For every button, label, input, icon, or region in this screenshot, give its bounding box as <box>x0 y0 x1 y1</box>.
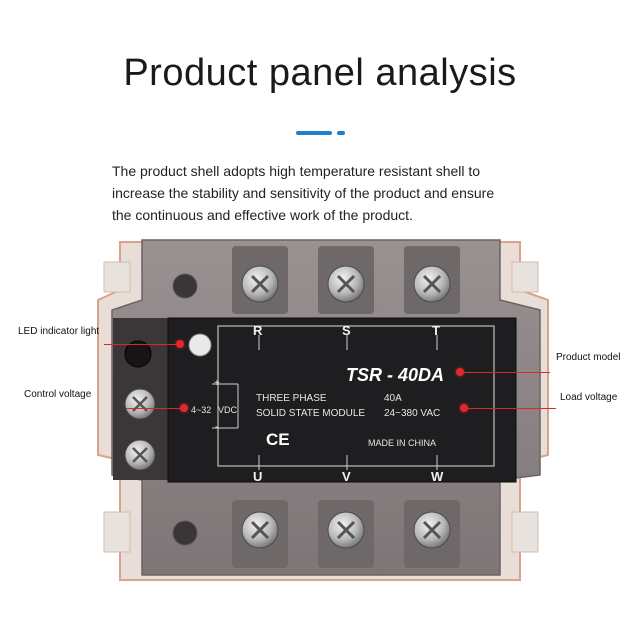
spec-phase: THREE PHASE <box>256 393 327 404</box>
control-plus-sign: + <box>214 378 220 389</box>
title-accent-dot <box>337 131 345 135</box>
page-title: Product panel analysis <box>123 52 517 94</box>
title-accent-bar <box>296 131 332 135</box>
terminal-label-V: V <box>342 469 351 484</box>
bottom-terminal-block <box>232 500 460 568</box>
load-voltage-label: Load voltage <box>560 392 618 403</box>
product-model-label: Product model <box>556 352 621 363</box>
control-voltage-label: Control voltage <box>24 389 92 400</box>
control-terminal-block <box>113 318 175 480</box>
made-in-label: MADE IN CHINA <box>368 438 436 448</box>
callout-line-led <box>104 344 178 345</box>
callout-marker-control <box>180 404 188 412</box>
callout-line-model <box>462 372 550 373</box>
spec-current: 40A <box>384 393 402 404</box>
label-panel: R S T U V W TSR - 40DA THREE PHASE 40A S… <box>167 317 517 484</box>
terminal-label-W: W <box>431 469 444 484</box>
led-indicator <box>124 340 152 368</box>
callout-line-control <box>126 408 182 409</box>
callout-line-load <box>466 408 556 409</box>
intro-paragraph: The product shell adopts high temperatur… <box>112 160 532 226</box>
mounting-hole <box>172 520 198 546</box>
terminal-label-T: T <box>432 323 440 338</box>
spec-module: SOLID STATE MODULE <box>256 408 365 419</box>
terminal-label-S: S <box>342 323 351 338</box>
callout-marker-led <box>176 340 184 348</box>
intro-line: increase the stability and sensitivity o… <box>112 185 495 201</box>
callout-marker-model <box>456 368 464 376</box>
intro-line: The product shell adopts high temperatur… <box>112 163 481 179</box>
mounting-hole <box>172 273 198 299</box>
product-model: TSR - 40DA <box>346 365 444 385</box>
control-voltage-range: 4~32 <box>191 405 211 415</box>
ce-mark: CE <box>266 430 290 449</box>
intro-line: the continuous and effective work of the… <box>112 207 413 223</box>
callout-marker-load <box>460 404 468 412</box>
terminal-label-U: U <box>253 469 262 484</box>
control-minus-sign: - <box>215 422 218 433</box>
spec-load-voltage: 24~380 VAC <box>384 408 440 419</box>
top-terminal-block <box>232 246 460 314</box>
terminal-label-R: R <box>253 323 263 338</box>
control-voltage-unit: VDC <box>218 405 238 415</box>
led-indicator-label: LED indicator light <box>18 326 100 337</box>
